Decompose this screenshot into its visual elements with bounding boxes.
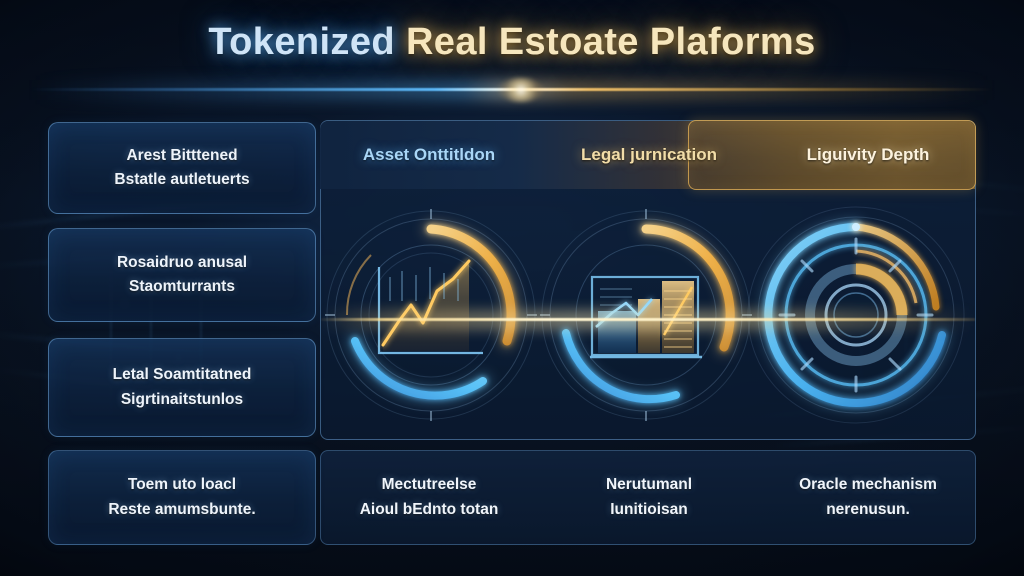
sidebar-item-line2: Bstatle autletuerts [114, 171, 250, 188]
sidebar-item-line1: Letal Soamtitatned [112, 366, 252, 384]
sidebar-item-legal-structure[interactable]: Letal Soamtitatned Sigrtinaitstunlos [48, 338, 316, 437]
sidebar-item-label: Letal Soamtitatned Sigrtinaitstunlos [101, 363, 264, 411]
bottom-cell-line1: Nerutumanl [605, 476, 693, 494]
sidebar-item-line1: Arest Bitttened [126, 146, 238, 164]
beam-line [321, 318, 975, 321]
title-flare-icon [498, 78, 544, 102]
column-header-legal[interactable]: Legal jurnication [580, 145, 718, 164]
page-title: Tokenized Real Estoate Plaforms [0, 21, 1024, 64]
bottom-cell-line2: Iunitioisan [610, 500, 688, 518]
sidebar-item-label: Rosaidruo anusal Staomturrants [105, 251, 259, 299]
bottom-cell-returns[interactable]: Nerutumanl Iunitioisan [540, 450, 758, 545]
sidebar-item-line2: Sigrtinaitstunlos [120, 390, 244, 408]
bottom-cell-label: Nerutumanl Iunitioisan [598, 473, 700, 521]
bottom-cell-label: Oracle mechanism nerenusun. [791, 473, 945, 521]
bottom-cell-line1: Mectutreelse [381, 476, 477, 494]
column-header-asset[interactable]: Asset Onttitldon [362, 145, 496, 164]
bottom-cell-oracle[interactable]: Oracle mechanism nerenusun. [760, 450, 976, 545]
column-header-liquidity[interactable]: Liguivity Depth [806, 145, 930, 164]
bottom-cell-line2: Aioul bEdnto totan [359, 500, 499, 518]
sidebar-item-label: Arest Bitttened Bstatle autletuerts [102, 144, 261, 192]
sidebar-item-token-local[interactable]: Toem uto loacl Reste amumsbunte. [48, 450, 316, 545]
sidebar-item-line2: Reste amumsbunte. [108, 500, 256, 518]
sidebar-item-line2: Staomturrants [129, 278, 235, 295]
sidebar-item-residual[interactable]: Rosaidruo anusal Staomturrants [48, 228, 316, 322]
bottom-cell-line1: Oracle mechanism [799, 476, 937, 494]
bottom-cell-line2: nerenusun. [826, 500, 910, 518]
bottom-cell-label: Mectutreelse Aioul bEdnto totan [352, 473, 507, 521]
bottom-cell-mechanism[interactable]: Mectutreelse Aioul bEdnto totan [320, 450, 538, 545]
sidebar-item-asset-backed[interactable]: Arest Bitttened Bstatle autletuerts [48, 122, 316, 214]
page-title-secondary: Real Estoate Plaforms [405, 21, 816, 63]
sidebar-item-line1: Rosaidruo anusal [116, 253, 248, 271]
line-chart-icon [377, 259, 483, 355]
sidebar-item-line1: Toem uto loacl [127, 476, 237, 494]
sidebar-item-label: Toem uto loacl Reste amumsbunte. [96, 473, 267, 521]
page-title-primary: Tokenized [208, 21, 406, 63]
